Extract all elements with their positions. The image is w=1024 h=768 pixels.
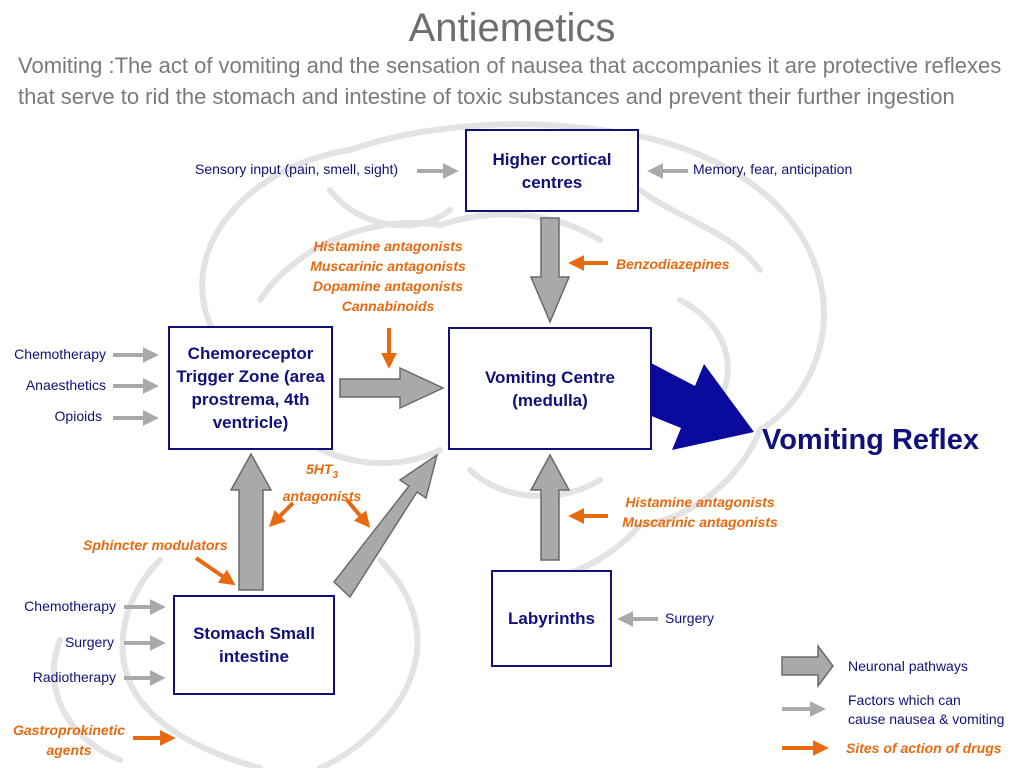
drug-vc-group: Histamine antagonists Muscarinic antagon…	[298, 236, 478, 316]
drug-muscarinic-2: Muscarinic antagonists	[622, 514, 778, 530]
drug-gastro-line1: Gastroprokinetic	[12, 722, 126, 738]
drug-muscarinic-1: Muscarinic antagonists	[310, 258, 466, 274]
drug-ht3: 5HT3 antagonists	[272, 459, 372, 506]
drug-ht3-antagonists: antagonists	[282, 487, 362, 504]
arrow-drug-ht3-vc	[345, 498, 371, 528]
vomiting-reflex-label: Vomiting Reflex	[762, 424, 979, 456]
legend-pathway-arrow	[781, 643, 834, 689]
legend-factors-line1: Factors which can	[848, 692, 961, 708]
arrow-drug-sphincter	[194, 556, 236, 586]
factor-memory: Memory, fear, anticipation	[693, 161, 853, 177]
factor-lab-surgery: Surgery	[665, 610, 715, 626]
drug-gastro-line2: agents	[46, 742, 92, 758]
pathway-labyrinth-to-vc	[529, 453, 571, 561]
pathway-stomach-to-vc	[332, 453, 439, 599]
intro-text: Vomiting :The act of vomiting and the se…	[18, 53, 1002, 109]
factor-ctz-opioids: Opioids	[54, 408, 102, 424]
box-ctz: Chemoreceptor Trigger Zone (area prostre…	[168, 326, 333, 450]
factor-stomach-radio: Radiotherapy	[32, 669, 116, 685]
factor-stomach-surgery: Surgery	[64, 634, 114, 650]
legend-factors-line2: cause nausea & vomiting	[848, 711, 1005, 727]
factor-stomach-chemo: Chemotherapy	[24, 598, 116, 614]
box-higher-cortical: Higher cortical centres	[465, 129, 639, 212]
drug-benzodiazepines: Benzodiazepines	[616, 256, 730, 272]
legend-factors: Factors which can cause nausea & vomitin…	[848, 691, 1004, 729]
drug-histamine-2: Histamine antagonists	[625, 494, 775, 510]
drug-ht3-sub: 3	[332, 469, 338, 481]
box-vomiting-centre: Vomiting Centre (medulla)	[448, 327, 652, 450]
pathway-ctz-to-vc	[339, 366, 445, 410]
drug-dopamine: Dopamine antagonists	[312, 278, 464, 294]
drug-lab-group: Histamine antagonists Muscarinic antagon…	[612, 492, 788, 532]
factor-sensory: Sensory input (pain, smell, sight)	[195, 161, 399, 177]
drug-histamine-1: Histamine antagonists	[313, 238, 463, 254]
drug-cannabinoids: Cannabinoids	[341, 298, 435, 314]
factor-ctz-anaes: Anaesthetics	[25, 377, 106, 393]
legend-neuronal: Neuronal pathways	[848, 658, 968, 674]
box-labyrinths: Labyrinths	[491, 570, 612, 667]
pathway-cortical-to-vc	[529, 217, 571, 324]
pathway-stomach-to-ctz	[229, 452, 273, 591]
drug-sphincter: Sphincter modulators	[83, 537, 228, 553]
page-title: Antiemetics	[408, 6, 616, 50]
legend-drugs: Sites of action of drugs	[846, 740, 1002, 756]
box-stomach: Stomach Small intestine	[173, 595, 335, 695]
factor-ctz-chemo: Chemotherapy	[14, 346, 106, 362]
drug-ht3-base: 5HT	[305, 461, 333, 477]
drug-gastro: Gastroprokinetic agents	[6, 720, 132, 760]
arrow-drug-ht3-ctz	[268, 501, 295, 528]
